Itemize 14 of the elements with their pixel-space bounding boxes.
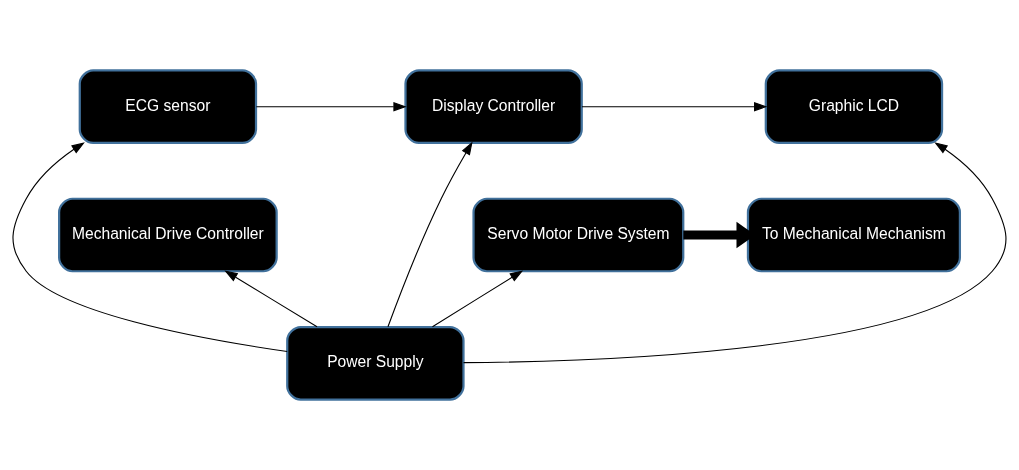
node-box: ECG sensor <box>78 69 258 145</box>
node-box: Display Controller <box>404 69 583 145</box>
arrow <box>387 141 473 328</box>
arrow <box>12 142 288 353</box>
node-box: Mechanical Drive Controller <box>58 197 278 273</box>
node-box: Power Supply <box>286 325 465 401</box>
node-box: To Mechanical Mechanism <box>746 197 961 273</box>
arrow <box>224 270 318 328</box>
arrow <box>255 102 407 112</box>
arrow <box>462 142 1007 364</box>
arrow <box>581 102 768 112</box>
node-box: Graphic LCD <box>764 69 944 145</box>
arrow <box>431 270 524 328</box>
node-box: Servo Motor Drive System <box>472 197 685 273</box>
